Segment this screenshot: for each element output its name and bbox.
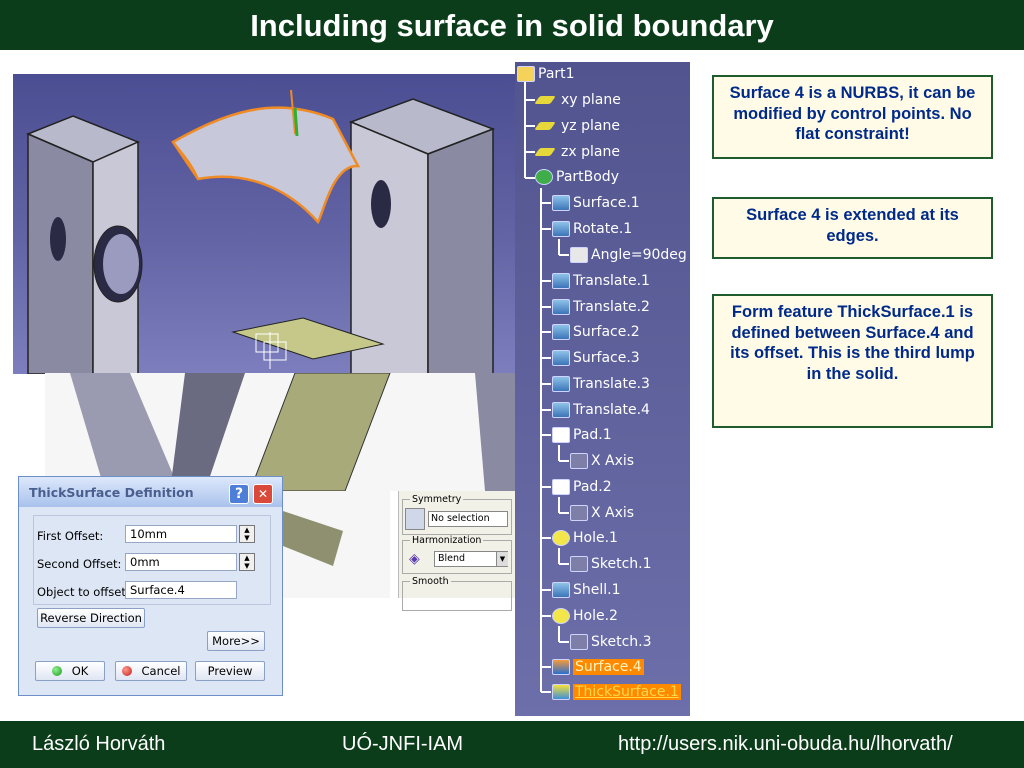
- symmetry-label: Symmetry: [410, 494, 464, 505]
- second-offset-spinner[interactable]: ▲▼: [239, 553, 255, 571]
- slide-footer: László Horváth UÓ-JNFI-IAM http://users.…: [0, 721, 1024, 768]
- sketch-icon: [570, 505, 588, 521]
- sketch-icon: [570, 556, 588, 572]
- specification-tree[interactable]: Part1 xy plane yz plane zx plane PartBod…: [515, 62, 690, 716]
- ok-icon: [51, 666, 62, 676]
- tree-item-sketch1[interactable]: Sketch.1: [570, 554, 652, 574]
- slide-title: Including surface in solid boundary: [0, 0, 1024, 50]
- model-render-bottom: [283, 511, 343, 566]
- surface-icon: [552, 350, 570, 366]
- ok-button[interactable]: OK: [35, 661, 105, 681]
- tree-item-surface1[interactable]: Surface.1: [552, 193, 640, 213]
- second-offset-field[interactable]: 0mm: [125, 553, 237, 571]
- tree-item-part1[interactable]: Part1: [517, 64, 575, 84]
- parameter-icon: [570, 247, 588, 263]
- tree-item-translate3[interactable]: Translate.3: [552, 374, 650, 394]
- translate-icon: [552, 402, 570, 418]
- tree-item-translate4[interactable]: Translate.4: [552, 400, 650, 420]
- surface-icon: [552, 659, 570, 675]
- tree-item-translate1[interactable]: Translate.1: [552, 271, 650, 291]
- harmonization-label: Harmonization: [410, 535, 484, 546]
- callout-nurbs-note: Surface 4 is a NURBS, it can be modified…: [712, 75, 993, 159]
- thicksurface-icon: [552, 684, 570, 700]
- reverse-direction-button[interactable]: Reverse Direction: [37, 608, 145, 628]
- tree-item-translate2[interactable]: Translate.2: [552, 297, 650, 317]
- tree-item-partbody[interactable]: PartBody: [535, 167, 619, 187]
- footer-institute: UÓ-JNFI-IAM: [342, 733, 464, 755]
- first-offset-label: First Offset:: [37, 529, 104, 543]
- translate-icon: [552, 299, 570, 315]
- callout-thicksurface-note: Form feature ThickSurface.1 is defined b…: [712, 294, 993, 428]
- tree-item-hole2[interactable]: Hole.2: [552, 606, 618, 626]
- sketch-icon: [570, 453, 588, 469]
- translate-icon: [552, 273, 570, 289]
- tree-item-hole1[interactable]: Hole.1: [552, 528, 618, 548]
- model-render: [26, 89, 496, 374]
- tree-item-zx-plane[interactable]: zx plane: [534, 142, 620, 162]
- shell-icon: [552, 582, 570, 598]
- plane-icon: [534, 148, 556, 156]
- callout-extended-note: Surface 4 is extended at its edges.: [712, 197, 993, 259]
- hole-icon: [552, 608, 570, 624]
- rotate-icon: [552, 221, 570, 237]
- 3d-viewport-lower[interactable]: [45, 373, 515, 491]
- surface-parameter-panel: Symmetry No selection Harmonization ◈ Bl…: [398, 491, 516, 611]
- symmetry-icon[interactable]: [405, 508, 425, 530]
- tree-item-x-axis-2[interactable]: X Axis: [570, 503, 634, 523]
- tree-item-surface3[interactable]: Surface.3: [552, 348, 640, 368]
- offset-parameters-group: [33, 515, 271, 605]
- tree-item-angle-parameter[interactable]: Angle=90deg: [570, 245, 687, 265]
- 3d-viewport[interactable]: [13, 74, 515, 374]
- symmetry-field[interactable]: No selection: [428, 511, 508, 527]
- surface-icon: [552, 324, 570, 340]
- first-offset-field[interactable]: 10mm: [125, 525, 237, 543]
- sketch-icon: [570, 634, 588, 650]
- cancel-icon: [121, 666, 132, 676]
- preview-button[interactable]: Preview: [195, 661, 265, 681]
- tree-connectors: [524, 82, 569, 693]
- object-to-offset-label: Object to offset:: [37, 585, 130, 599]
- more-button[interactable]: More>>: [207, 631, 265, 651]
- surface-icon: [552, 195, 570, 211]
- chevron-down-icon[interactable]: ▼: [496, 552, 508, 566]
- dialog-titlebar[interactable]: ThickSurface Definition ? ✕: [19, 477, 282, 507]
- model-render-lower: [70, 373, 515, 491]
- first-offset-spinner[interactable]: ▲▼: [239, 525, 255, 543]
- tree-item-x-axis-1[interactable]: X Axis: [570, 451, 634, 471]
- footer-url[interactable]: http://users.nik.uni-obuda.hu/lhorvath/: [618, 733, 953, 755]
- tree-item-pad2[interactable]: Pad.2: [552, 477, 612, 497]
- help-button[interactable]: ?: [229, 484, 249, 504]
- tree-item-xy-plane[interactable]: xy plane: [534, 90, 621, 110]
- pad-icon: [552, 479, 570, 495]
- tree-item-surface4[interactable]: Surface.4: [552, 657, 644, 677]
- plane-icon: [534, 122, 556, 130]
- tree-item-thicksurface1[interactable]: ThickSurface.1: [552, 682, 681, 702]
- gear-icon: [535, 169, 553, 185]
- footer-author: László Horváth: [32, 733, 166, 755]
- tree-item-yz-plane[interactable]: yz plane: [534, 116, 620, 136]
- smooth-label: Smooth: [410, 576, 451, 587]
- pad-icon: [552, 427, 570, 443]
- cancel-button[interactable]: Cancel: [115, 661, 187, 681]
- part-icon: [517, 66, 535, 82]
- second-offset-label: Second Offset:: [37, 557, 122, 571]
- plane-icon: [534, 96, 556, 104]
- object-to-offset-field[interactable]: Surface.4: [125, 581, 237, 599]
- smooth-group: [402, 581, 512, 611]
- tree-item-surface2[interactable]: Surface.2: [552, 322, 640, 342]
- tree-item-shell1[interactable]: Shell.1: [552, 580, 621, 600]
- harmonization-icon: ◈: [409, 551, 420, 567]
- tree-item-pad1[interactable]: Pad.1: [552, 425, 612, 445]
- tree-item-rotate1[interactable]: Rotate.1: [552, 219, 632, 239]
- thicksurface-dialog: ThickSurface Definition ? ✕ First Offset…: [18, 476, 283, 696]
- hole-icon: [552, 530, 570, 546]
- close-button[interactable]: ✕: [253, 484, 273, 504]
- tree-item-sketch3[interactable]: Sketch.3: [570, 632, 652, 652]
- translate-icon: [552, 376, 570, 392]
- 3d-viewport-bottom[interactable]: [283, 491, 390, 598]
- dialog-title: ThickSurface Definition: [29, 485, 194, 500]
